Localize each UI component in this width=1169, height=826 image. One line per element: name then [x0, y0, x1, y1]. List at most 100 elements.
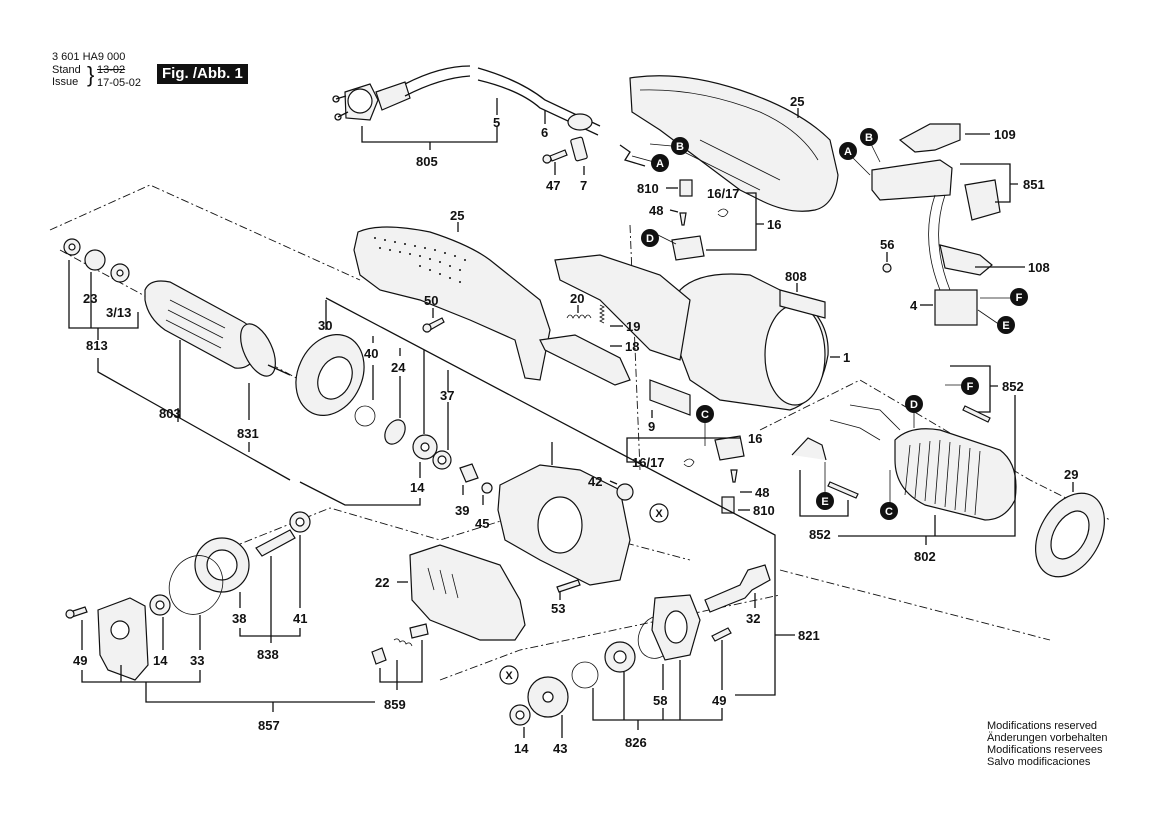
part-label-56: 56	[880, 237, 894, 252]
part-label-16-17-top: 16/17	[707, 186, 740, 201]
svg-text:F: F	[1016, 292, 1023, 304]
o-ring-33	[168, 555, 224, 615]
part-label-14-bottom: 14	[514, 741, 529, 756]
bracket-826	[592, 660, 723, 730]
part-label-33: 33	[190, 653, 204, 668]
part-label-16-top: 16	[767, 217, 781, 232]
field-wire-e	[791, 437, 827, 461]
bracket-857	[81, 665, 375, 712]
connector-b-cord: B	[649, 137, 689, 155]
part-label-14-left: 14	[153, 653, 168, 668]
handle-half-upper	[629, 75, 839, 212]
connector-d-top: D	[641, 229, 677, 247]
bracket-859	[379, 640, 423, 690]
modifications-notice: Modifications reserved Änderungen vorbeh…	[987, 720, 1107, 768]
part-label-808: 808	[785, 269, 807, 284]
issue-date: 17-05-02	[97, 77, 142, 89]
cord-clamp-7	[570, 136, 588, 162]
part-label-16-17-lower: 16/17	[632, 455, 665, 470]
part-label-30: 30	[318, 318, 332, 333]
part-label-50: 50	[424, 293, 438, 308]
connector-c-field: C	[880, 470, 898, 520]
screw-53	[556, 579, 581, 593]
note-en: Modifications reserved	[987, 720, 1098, 732]
part-label-14-upper: 14	[410, 480, 425, 495]
note-es: Salvo modificaciones	[987, 756, 1091, 768]
part-label-6: 6	[541, 125, 548, 140]
coil-wires	[829, 404, 901, 441]
part-label-108: 108	[1028, 260, 1050, 275]
part-label-851: 851	[1023, 177, 1045, 192]
part-label-20: 20	[570, 291, 584, 306]
part-label-7: 7	[580, 178, 587, 193]
part-label-48-lower: 48	[755, 485, 769, 500]
part-label-53: 53	[551, 601, 565, 616]
connector-e-switch: E	[977, 309, 1015, 334]
document-number: 3 601 HA9 000	[52, 51, 126, 63]
bracket-14-upper	[299, 481, 421, 506]
svg-text:A: A	[656, 158, 664, 170]
brush-holder-16-lower	[714, 435, 745, 461]
lock-spring	[393, 638, 413, 647]
part-label-838: 838	[257, 647, 279, 662]
svg-text:C: C	[885, 506, 893, 518]
part-label-25-lower: 25	[450, 208, 464, 223]
grip-dots	[374, 237, 466, 283]
part-label-1: 1	[843, 350, 850, 365]
nut-56	[882, 263, 892, 273]
lock-lever-18	[539, 334, 631, 386]
part-label-23: 23	[83, 291, 97, 306]
cover-vents	[427, 567, 459, 599]
bushing-23	[84, 249, 106, 271]
gear-cover-22	[409, 544, 526, 641]
lock-pin	[409, 623, 429, 639]
armature-slots	[165, 299, 226, 349]
part-label-831: 831	[237, 426, 259, 441]
bracket-851	[960, 163, 1018, 203]
note-de: Änderungen vorbehalten	[987, 732, 1108, 744]
svg-text:D: D	[646, 233, 654, 245]
part-label-37: 37	[440, 388, 454, 403]
axis-switch	[629, 224, 641, 471]
svg-text:B: B	[865, 132, 873, 144]
nut-39	[459, 463, 479, 483]
spring-20	[566, 314, 592, 319]
housing-rear-frame	[554, 254, 691, 361]
note-fr: Modifications reservees	[987, 744, 1103, 756]
connector-d-field: D	[905, 395, 923, 428]
lock-button	[371, 647, 387, 665]
part-label-18: 18	[625, 339, 639, 354]
screw-48-lower	[730, 469, 738, 483]
part-label-29: 29	[1064, 467, 1078, 482]
part-label-38: 38	[232, 611, 246, 626]
spring-16-17-top	[717, 208, 729, 217]
part-label-803: 803	[159, 406, 181, 421]
nut-45	[481, 482, 493, 494]
stand-label: Stand	[52, 64, 81, 76]
part-label-805: 805	[416, 154, 438, 169]
capacitor-4	[934, 289, 978, 326]
part-label-48-top: 48	[649, 203, 663, 218]
part-label-821: 821	[798, 628, 820, 643]
switch-wires	[928, 194, 951, 291]
part-label-32: 32	[746, 611, 760, 626]
bracket-838	[239, 556, 301, 643]
switch-cover-109	[898, 123, 961, 153]
axis-field-lower	[779, 569, 1051, 641]
cross-ref-x-upper	[649, 503, 669, 523]
screw-47	[542, 149, 568, 164]
part-label-49-left: 49	[73, 653, 87, 668]
handle-half-lower	[353, 226, 551, 381]
part-label-45: 45	[475, 516, 489, 531]
field-pin-e	[827, 481, 859, 499]
part-label-40: 40	[364, 346, 378, 361]
connector-c-brush: C	[696, 405, 714, 446]
part-label-859: 859	[384, 697, 406, 712]
part-label-109: 109	[994, 127, 1016, 142]
svg-text:E: E	[1002, 320, 1009, 332]
part-label-22: 22	[375, 575, 389, 590]
svg-text:C: C	[701, 409, 709, 421]
switch-body	[964, 179, 1001, 221]
label-plate-808	[779, 289, 826, 319]
